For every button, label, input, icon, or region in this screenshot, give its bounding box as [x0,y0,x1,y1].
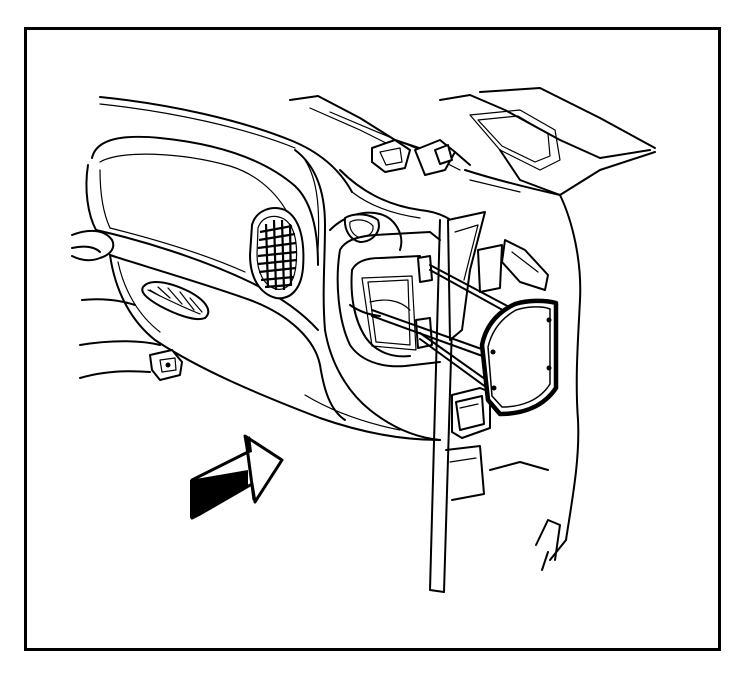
dashboard-top [99,87,656,196]
glove-box [109,254,441,441]
instrument-panel [85,135,461,441]
ip-end-panel-opening [329,211,441,368]
body-side-panel [445,169,582,571]
lower-trim [71,229,183,381]
center-air-vent [249,207,305,300]
door-frame-pillar [429,211,549,593]
direction-arrow-icon [190,434,284,520]
ip-end-cap-trim-panel [479,298,559,417]
illustration-frame [24,27,721,651]
